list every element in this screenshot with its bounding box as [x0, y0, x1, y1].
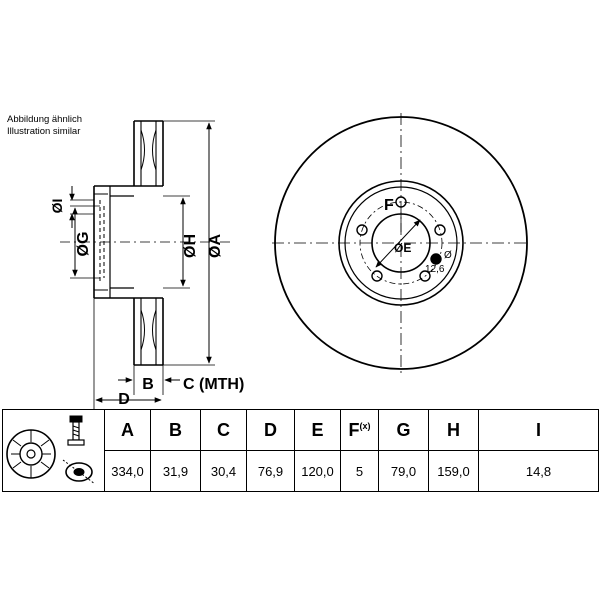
- hole-diameter-value: 12,6: [425, 264, 445, 275]
- value-F: 5: [340, 450, 379, 492]
- front-view: [272, 113, 530, 375]
- header-H: H: [428, 409, 479, 451]
- header-F-suffix: (x): [359, 420, 371, 431]
- dim-label-B: B: [142, 376, 154, 393]
- value-B: 31,9: [150, 450, 201, 492]
- spec-header-row: A B C D E F(x) G H I: [2, 409, 599, 492]
- dim-label-C: C (MTH): [183, 376, 244, 393]
- note-line-de: Abbildung ähnlich: [7, 114, 83, 125]
- spec-value-row: 334,0 31,9 30,4 76,9 120,0 5 79,0 159,0 …: [3, 450, 599, 492]
- value-I: 14,8: [478, 450, 599, 492]
- header-A: A: [104, 409, 151, 451]
- spec-table: A B C D E F(x) G H I 334,0 31,9 30,4 76,…: [2, 409, 599, 492]
- header-E: E: [294, 409, 341, 451]
- dim-label-H: ØH: [182, 234, 199, 258]
- value-D: 76,9: [246, 450, 295, 492]
- header-F: F(x): [340, 409, 379, 451]
- front-label-E: ØE: [394, 241, 411, 255]
- dim-label-G: ØG: [75, 232, 92, 257]
- illustration-note: Abbildung ähnlich Illustration similar: [7, 114, 82, 138]
- hole-diameter-symbol: Ø: [444, 250, 452, 261]
- value-H: 159,0: [428, 450, 479, 492]
- dim-label-I: ØI: [49, 199, 65, 214]
- header-G: G: [378, 409, 429, 451]
- header-B: B: [150, 409, 201, 451]
- header-F-letter: F: [348, 419, 360, 440]
- value-C: 30,4: [200, 450, 247, 492]
- bolt-icon: [67, 415, 85, 446]
- value-G: 79,0: [378, 450, 429, 492]
- side-view: [60, 120, 230, 410]
- wheel-hub-icon: [62, 459, 96, 485]
- front-label-F: F: [384, 197, 394, 214]
- technical-drawing: ØI ØG ØH ØA B C (MTH) D F ØE: [49, 113, 530, 410]
- header-D: D: [246, 409, 295, 451]
- dim-label-D: D: [118, 391, 130, 408]
- product-icons-cell: [2, 409, 105, 492]
- value-A: 334,0: [104, 450, 151, 492]
- note-line-en: Illustration similar: [7, 126, 81, 137]
- header-I: I: [478, 409, 599, 451]
- disc-thumbnail-icon: [6, 429, 56, 479]
- product-icons: [6, 415, 96, 485]
- value-E: 120,0: [294, 450, 341, 492]
- dim-label-A: ØA: [207, 234, 224, 258]
- header-C: C: [200, 409, 247, 451]
